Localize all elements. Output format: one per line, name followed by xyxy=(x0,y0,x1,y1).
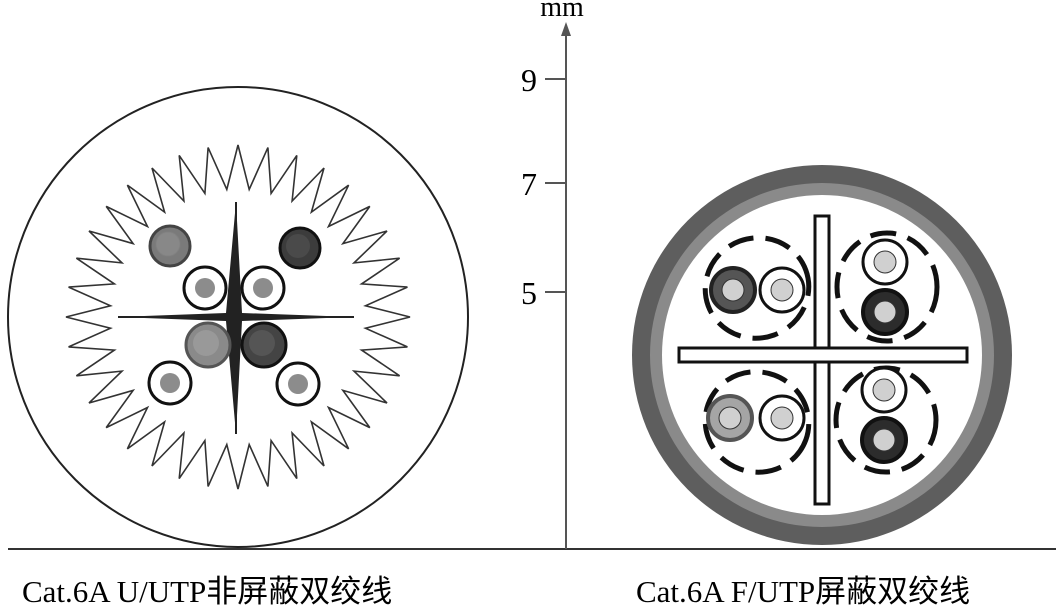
axis-arrow xyxy=(561,22,571,36)
ftp-conductor-br-white xyxy=(860,366,908,414)
ftp-conductor-tl-white xyxy=(758,266,806,314)
ftp-conductor-tl-dark xyxy=(709,266,757,314)
ftp-pair-shield-top-right xyxy=(834,230,940,344)
ftp-caption: Cat.6A F/UTP屏蔽双绞线 xyxy=(636,574,971,609)
ftp-pair-shield-top-left xyxy=(702,235,812,341)
utp-caption: Cat.6A U/UTP非屏蔽双绞线 xyxy=(22,574,393,609)
utp-conductor-white-3 xyxy=(147,360,193,406)
utp-cable-cross-section xyxy=(7,86,469,548)
utp-conductor-top-left xyxy=(148,224,192,268)
tick-label-5: 5 xyxy=(521,275,537,311)
ftp-conductor-tr-white xyxy=(861,238,909,286)
utp-conductor-white-2 xyxy=(240,265,286,311)
ftp-conductor-br-dark xyxy=(860,416,908,464)
ftp-conductor-bl-gray xyxy=(706,394,754,442)
ftp-conductor-tr-dark xyxy=(861,288,909,336)
utp-conductor-top-right xyxy=(278,226,322,270)
tick-label-9: 9 xyxy=(521,62,537,98)
tick-label-7: 7 xyxy=(521,166,537,202)
ftp-cable-cross-section xyxy=(632,165,1012,545)
utp-conductor-mid-left xyxy=(184,321,232,369)
mm-axis: mm 9 7 5 xyxy=(521,0,584,549)
ftp-conductor-bl-white xyxy=(758,394,806,442)
utp-conductor-white-4 xyxy=(275,361,321,407)
ftp-separator-center xyxy=(816,349,828,361)
utp-conductor-mid-right xyxy=(240,321,288,369)
utp-conductor-white-1 xyxy=(182,265,228,311)
axis-unit-label: mm xyxy=(540,0,584,23)
ftp-pair-shield-bottom-left xyxy=(702,369,812,475)
